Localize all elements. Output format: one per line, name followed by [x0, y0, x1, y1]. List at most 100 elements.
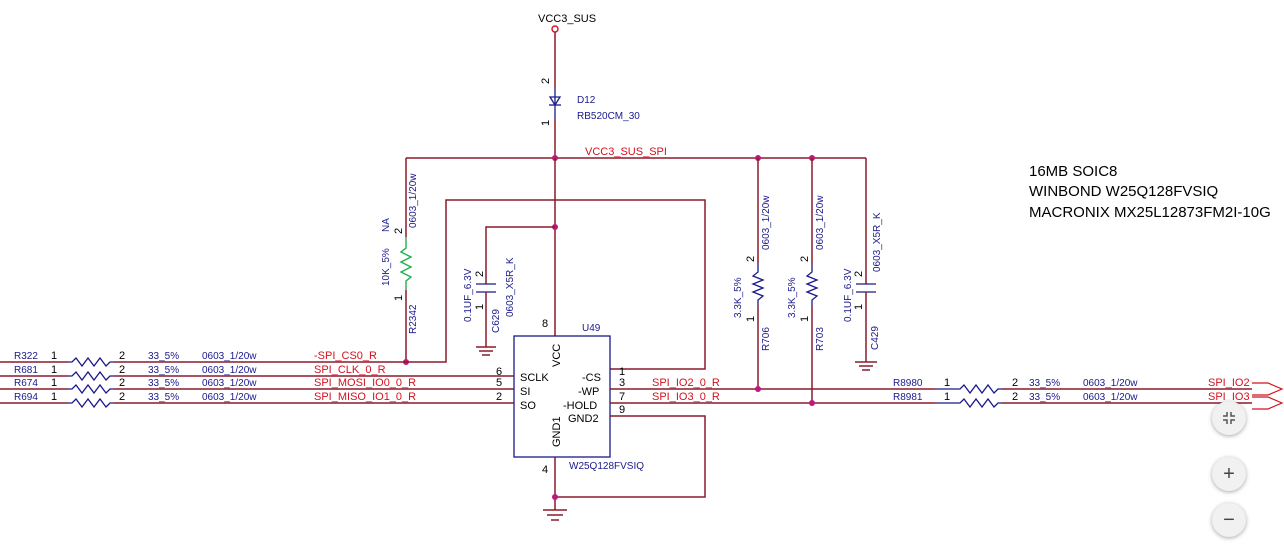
r2342-pin1: 1 — [393, 295, 405, 301]
left-resistor-row: R674 1 2 33_5% 0603_1/20w SPI_MOSI_IO0_0… — [0, 377, 416, 395]
zoom-in-button[interactable]: + — [1212, 457, 1246, 491]
r2342-package: 0603_1/20w — [408, 173, 419, 228]
c629-value: 0.1UF_6.3V — [463, 268, 474, 322]
series-resistor-symbol — [935, 383, 1002, 395]
zoom-out-button[interactable]: − — [1212, 503, 1246, 537]
chip-sclk-label: SCLK — [520, 372, 549, 384]
c429-ref: C429 — [870, 326, 881, 350]
chip-pin1: 1 — [619, 366, 625, 378]
resistor-ref: R8980 — [893, 378, 923, 389]
note-line-1: 16MB SOIC8 — [1029, 163, 1117, 180]
fit-screen-icon — [1223, 412, 1235, 424]
chip-hold-label: -HOLD — [563, 400, 597, 412]
chip-gnd2-label: GND2 — [568, 413, 599, 425]
chip-ref: U49 — [582, 323, 601, 334]
resistor-pin2: 2 — [119, 377, 125, 389]
chip-pin9: 9 — [619, 404, 625, 416]
r706-resistor-symbol — [751, 264, 765, 306]
resistor-value: 33_5% — [1029, 378, 1060, 389]
gnd2-wire — [555, 415, 706, 498]
resistor-value: 33_5% — [1029, 392, 1060, 403]
resistor-pin1: 1 — [51, 350, 57, 362]
resistor-pin2: 2 — [119, 350, 125, 362]
resistor-value: 33_5% — [148, 365, 179, 376]
r706-package: 0603_1/20w — [761, 195, 772, 250]
resistor-value: 33_5% — [148, 392, 179, 403]
right-resistor-row: R8981 1 2 33_5% 0603_1/20w SPI_IO3 — [893, 391, 1284, 410]
chip-pin2: 2 — [496, 391, 502, 403]
c429-package: 0603_X5R_K — [872, 212, 883, 272]
c629-pin2: 2 — [474, 271, 486, 277]
resistor-value: 33_5% — [148, 351, 179, 362]
net-label: SPI_IO2 — [1208, 377, 1250, 389]
r703-pin1: 1 — [799, 316, 811, 322]
net-label: SPI_IO3 — [1208, 391, 1250, 403]
series-resistor-symbol — [935, 397, 1002, 409]
c629-pin1: 1 — [474, 304, 486, 310]
chip-pin7: 7 — [619, 391, 625, 403]
r2342-note: NA — [381, 218, 392, 232]
series-resistor-symbol — [68, 383, 114, 395]
fit-screen-button[interactable] — [1212, 401, 1246, 435]
chip-pin6: 6 — [496, 366, 502, 378]
chip-u49-body — [513, 335, 611, 458]
resistor-pin1: 1 — [51, 377, 57, 389]
junction-dot — [809, 400, 815, 406]
c429-pin1: 1 — [853, 304, 865, 310]
resistor-package: 0603_1/20w — [1083, 378, 1138, 389]
diode-pin-bottom: 1 — [540, 120, 552, 126]
r706-pin1: 1 — [745, 316, 757, 322]
resistor-pin1: 1 — [944, 391, 950, 403]
chip-cs-label: -CS — [582, 372, 601, 384]
ground-icon — [855, 361, 877, 371]
c629-package: 0603_X5R_K — [505, 257, 516, 317]
resistor-ref: R8981 — [893, 392, 923, 403]
r706-pin2: 2 — [745, 256, 757, 262]
chip-so-label: SO — [520, 400, 536, 412]
net-io2-label: SPI_IO2_0_R — [652, 377, 720, 389]
power-net-label: VCC3_SUS — [538, 13, 596, 25]
series-resistor-symbol — [68, 356, 114, 368]
resistor-pin1: 1 — [944, 377, 950, 389]
resistor-package: 0603_1/20w — [202, 378, 257, 389]
chip-gnd1-label: GND1 — [551, 416, 563, 447]
r703-value: 3.3K_5% — [787, 277, 798, 318]
resistor-ref: R322 — [14, 351, 38, 362]
left-resistor-row: R694 1 2 33_5% 0603_1/20w SPI_MISO_IO1_0… — [0, 391, 416, 409]
resistor-ref: R674 — [14, 378, 38, 389]
r2342-resistor-symbol — [399, 237, 413, 290]
r703-resistor-symbol — [805, 264, 819, 306]
off-page-connector-icon — [1252, 382, 1284, 396]
r706-value: 3.3K_5% — [733, 277, 744, 318]
r2342-pin2: 2 — [393, 228, 405, 234]
series-resistor-symbol — [68, 370, 114, 382]
ground-icon — [543, 509, 567, 521]
resistor-pin2: 2 — [119, 364, 125, 376]
c629-ref: C629 — [491, 309, 502, 333]
right-resistor-row: R8980 1 2 33_5% 0603_1/20w SPI_IO2 — [893, 377, 1284, 396]
note-line-3: MACRONIX MX25L12873FM2I-10G — [1029, 204, 1271, 221]
power-port-symbol — [551, 25, 559, 33]
ground-icon — [476, 346, 496, 356]
c429-value: 0.1UF_6.3V — [843, 268, 854, 322]
note-line-2: WINBOND W25Q128FVSIQ — [1029, 183, 1218, 200]
r703-ref: R703 — [815, 327, 826, 351]
net-label: SPI_MOSI_IO0_0_R — [314, 377, 416, 389]
chip-part: W25Q128FVSIQ — [569, 461, 644, 472]
chip-pin3: 3 — [619, 377, 625, 389]
chip-wp-label: -WP — [578, 386, 599, 398]
resistor-pin2: 2 — [1012, 377, 1018, 389]
diode-pin-top: 2 — [540, 78, 552, 84]
resistor-package: 0603_1/20w — [202, 365, 257, 376]
zoom-out-icon: − — [1223, 508, 1235, 531]
resistor-package: 0603_1/20w — [202, 392, 257, 403]
r2342-value: 10K_5% — [381, 248, 392, 286]
net-label: -SPI_CS0_R — [314, 350, 377, 362]
chip-pin4: 4 — [542, 464, 548, 476]
resistor-package: 0603_1/20w — [1083, 392, 1138, 403]
r703-package: 0603_1/20w — [815, 195, 826, 250]
resistor-pin2: 2 — [119, 391, 125, 403]
net-label: SPI_MISO_IO1_0_R — [314, 391, 416, 403]
cs-loop-wire — [300, 199, 706, 370]
